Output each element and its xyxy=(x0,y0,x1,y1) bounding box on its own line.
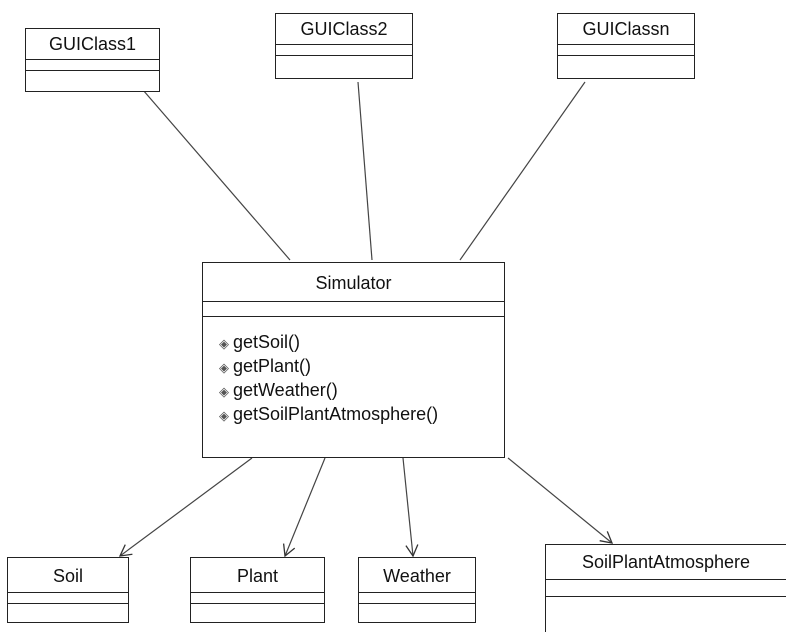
association-simulator-soil xyxy=(118,457,253,557)
operations-compartment: ◈ getSoil() ◈ getPlant() ◈ getWeather() ◈ ge… xyxy=(203,317,504,427)
class-simulator[interactable]: Simulator ◈ getSoil() ◈ getPlant() ◈ getWea… xyxy=(202,262,505,458)
operation-get-plant: ◈ getPlant() xyxy=(219,355,504,379)
association-simulator-weather xyxy=(402,457,419,558)
class-soilplantatmosphere[interactable]: SoilPlantAtmosphere xyxy=(545,544,786,632)
operation-get-weather: ◈ getWeather() xyxy=(219,379,504,403)
class-guiclass1[interactable]: GUIClass1 xyxy=(25,28,160,92)
attributes-compartment xyxy=(203,302,504,317)
attributes-compartment xyxy=(359,593,475,604)
operation-label: getPlant() xyxy=(233,356,312,376)
attributes-compartment xyxy=(558,45,694,56)
operation-get-soil: ◈ getSoil() xyxy=(219,331,504,355)
class-name: GUIClassn xyxy=(558,14,694,45)
class-plant[interactable]: Plant xyxy=(190,557,325,623)
class-guiclassn[interactable]: GUIClassn xyxy=(557,13,695,79)
operation-label: getSoil() xyxy=(233,332,301,352)
operation-icon: ◈ xyxy=(219,408,229,423)
association-simulator-plant xyxy=(282,457,326,558)
operation-label: getSoilPlantAtmosphere() xyxy=(233,404,439,424)
association-gui2-simulator xyxy=(357,81,373,261)
attributes-compartment xyxy=(26,60,159,71)
attributes-compartment xyxy=(191,593,324,604)
attributes-compartment xyxy=(8,593,128,604)
association-gui1-simulator xyxy=(142,89,291,261)
operation-icon: ◈ xyxy=(219,384,229,399)
class-name: Simulator xyxy=(203,263,504,302)
association-guin-simulator xyxy=(459,81,586,261)
operation-get-soil-plant-atmosphere: ◈ getSoilPlantAtmosphere() xyxy=(219,403,504,427)
class-soil[interactable]: Soil xyxy=(7,557,129,623)
class-name: GUIClass1 xyxy=(26,29,159,60)
operation-icon: ◈ xyxy=(219,360,229,375)
class-guiclass2[interactable]: GUIClass2 xyxy=(275,13,413,79)
association-simulator-spa xyxy=(507,457,614,544)
class-name: GUIClass2 xyxy=(276,14,412,45)
class-name: SoilPlantAtmosphere xyxy=(546,545,786,580)
class-name: Plant xyxy=(191,558,324,593)
class-name: Soil xyxy=(8,558,128,593)
operation-label: getWeather() xyxy=(233,380,338,400)
class-weather[interactable]: Weather xyxy=(358,557,476,623)
class-name: Weather xyxy=(359,558,475,593)
attributes-compartment xyxy=(276,45,412,56)
attributes-compartment xyxy=(546,580,786,597)
operation-icon: ◈ xyxy=(219,336,229,351)
